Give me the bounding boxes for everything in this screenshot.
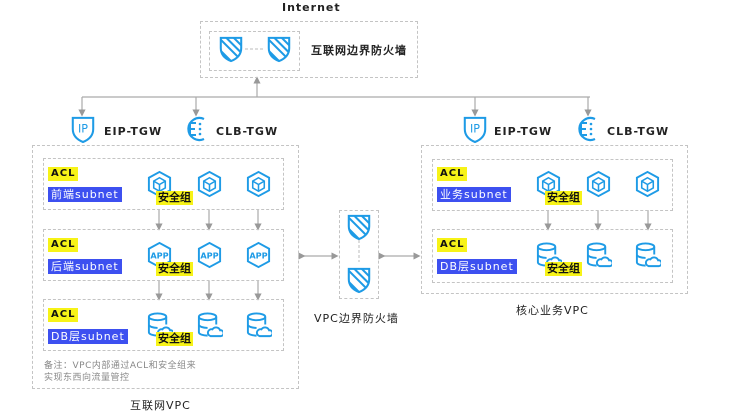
database-cloud-icon — [635, 242, 661, 268]
left-subnet-label-3: DB层subnet — [48, 329, 128, 344]
internet-firewall-label: 互联网边界防火墙 — [311, 44, 407, 57]
clb-icon — [187, 116, 205, 142]
left-security-group-badge-1: 安全组 — [156, 191, 193, 205]
database-cloud-icon — [246, 312, 272, 338]
left-acl-badge-2: ACL — [48, 238, 79, 252]
clb-icon — [578, 116, 596, 142]
right-acl-badge-1: ACL — [437, 167, 468, 181]
left-subnet-label-2: 后端subnet — [48, 259, 122, 274]
right-vpc-label: 核心业务VPC — [516, 304, 589, 317]
internet-label: Internet — [282, 1, 341, 14]
left-subnet-box-3 — [43, 299, 284, 351]
right-acl-badge-2: ACL — [437, 238, 468, 252]
svg-text:APP: APP — [200, 250, 218, 260]
database-cloud-icon — [197, 312, 223, 338]
firewall-shield-icon — [219, 36, 243, 63]
firewall-shield-icon — [347, 214, 371, 241]
ip-shield-icon: IP — [71, 116, 95, 144]
internet-firewall-pair — [209, 31, 300, 71]
firewall-shield-icon — [347, 267, 371, 294]
vpc-firewall-label: VPC边界防火墙 — [314, 312, 399, 325]
app-hexagon-icon: APP — [197, 241, 222, 269]
left-vpc-box — [32, 145, 299, 389]
right-vpc-box — [421, 145, 688, 294]
left-security-group-badge-2: 安全组 — [156, 262, 193, 276]
left-subnet-label-1: 前端subnet — [48, 187, 122, 202]
vpc-firewall-group — [339, 210, 379, 299]
right-subnet-arrows — [544, 210, 652, 231]
right-subnet-label-2: DB层subnet — [437, 259, 517, 274]
firewall-shield-icon — [267, 36, 291, 63]
right-subnet-box-1 — [432, 159, 673, 211]
right-clb-tgw-label: CLB-TGW — [607, 125, 670, 138]
right-subnet-label-1: 业务subnet — [437, 187, 511, 202]
left-acl-badge-1: ACL — [48, 167, 79, 181]
note-line-1: 备注：VPC内部通过ACL和安全组来 — [44, 361, 197, 371]
left-subnet-box-2 — [43, 229, 284, 281]
right-eip-tgw-label: EIP-TGW — [494, 125, 553, 138]
cube-hexagon-icon — [246, 170, 271, 198]
left-acl-badge-3: ACL — [48, 308, 79, 322]
left-vpc-label: 互联网VPC — [130, 399, 191, 412]
left-security-group-badge-3: 安全组 — [156, 332, 193, 346]
internet-firewall-group — [200, 21, 418, 78]
svg-text:IP: IP — [470, 123, 480, 136]
cube-hexagon-icon — [635, 170, 660, 198]
ip-shield-icon: IP — [463, 116, 487, 144]
right-security-group-badge-1: 安全组 — [545, 191, 582, 205]
left-clb-tgw-label: CLB-TGW — [216, 125, 279, 138]
left-subnet-arrows — [155, 210, 262, 301]
svg-text:IP: IP — [78, 123, 88, 136]
right-security-group-badge-2: 安全组 — [545, 262, 582, 276]
cube-hexagon-icon — [586, 170, 611, 198]
note-line-2: 实现东西向流量管控 — [44, 373, 130, 383]
svg-text:APP: APP — [249, 250, 267, 260]
left-subnet-box-1 — [43, 158, 284, 210]
cube-hexagon-icon — [197, 170, 222, 198]
database-cloud-icon — [586, 242, 612, 268]
svg-text:APP: APP — [150, 250, 168, 260]
app-hexagon-icon: APP — [246, 241, 271, 269]
right-subnet-box-2 — [432, 229, 673, 283]
left-eip-tgw-label: EIP-TGW — [104, 125, 163, 138]
